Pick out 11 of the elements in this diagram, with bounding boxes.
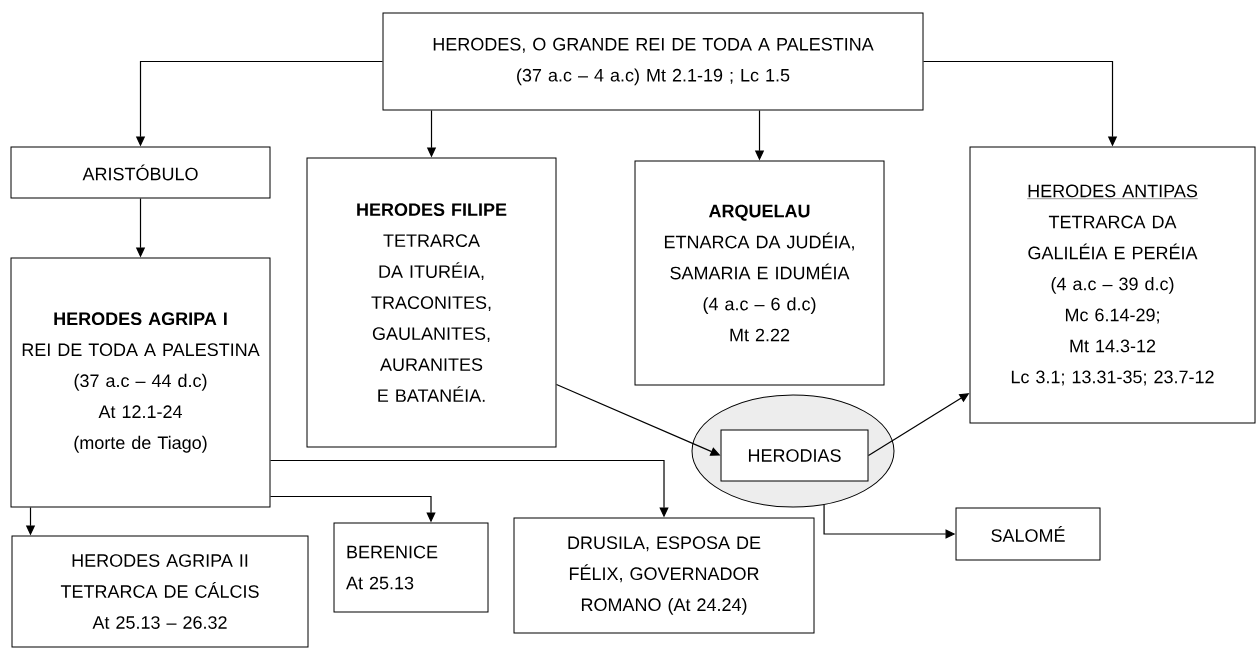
person-box: HERODES ANTIPAS TETRARCA DA GALILÉIA E PERÉIA (4 a.c – 39 d.c) Mc 6.14-29; Mt 14.3-12 Lc 3.1; 13.31-35; 23.7-12	[969, 146, 1256, 424]
person-box: HERODES FILIPE TETRARCA DA ITURÉIA, TRACONITES, GAULANITES, AURANITES E BATANÉIA.	[306, 157, 557, 448]
person-box: SALOMÉ	[955, 507, 1101, 561]
person-box: ARISTÓBULO	[10, 146, 271, 199]
person-box: DRUSILA, ESPOSA DE FÉLIX, GOVERNADOR ROMANO (At 24.24)	[513, 517, 815, 634]
person-box: HERODES AGRIPA II TETRARCA DE CÁLCIS At 25.13 – 26.32	[11, 535, 309, 648]
person-box: HERODES, O GRANDE REI DE TODA A PALESTINA (37 a.c – 4 a.c) Mt 2.1-19 ; Lc 1.5	[382, 12, 924, 111]
person-box: BERENICE At 25.13	[333, 522, 489, 613]
person-box: HERODES AGRIPA I REI DE TODA A PALESTINA (37 a.c – 44 d.c) At 12.1-24 (morte de Tiago)	[10, 257, 271, 508]
person-box: ARQUELAU ETNARCA DA JUDÉIA, SAMARIA E IDUMÉIA (4 a.c – 6 d.c) Mt 2.22	[634, 160, 885, 386]
person-box: HERODIAS	[720, 429, 869, 482]
